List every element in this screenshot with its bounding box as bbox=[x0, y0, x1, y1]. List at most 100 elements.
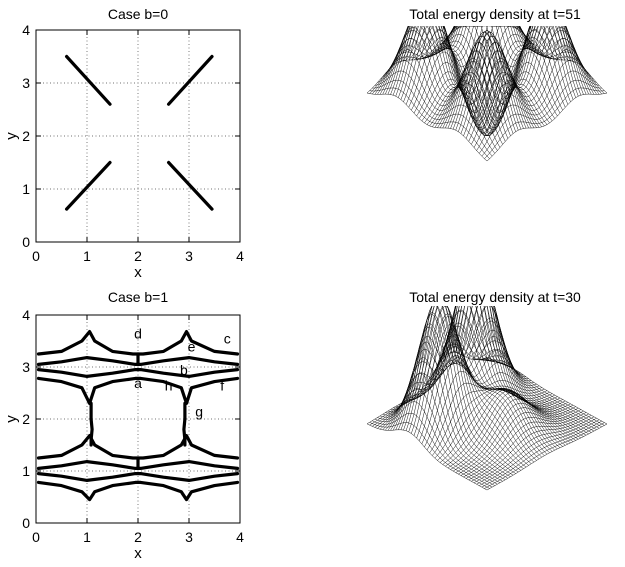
surface-mesh-line bbox=[377, 60, 498, 151]
surface-mesh-line bbox=[442, 26, 563, 111]
surface-mesh-line bbox=[465, 412, 587, 479]
surface-mesh-line bbox=[434, 388, 555, 459]
series-line bbox=[65, 160, 112, 211]
surface-mesh-line bbox=[408, 26, 529, 129]
surface-plot-t51 bbox=[366, 26, 608, 162]
surface-mesh-line bbox=[452, 398, 574, 472]
surface-mesh-line bbox=[385, 26, 506, 142]
surface-mesh-line bbox=[452, 26, 574, 130]
surface-mesh-line bbox=[437, 26, 558, 117]
surface-mesh-line bbox=[403, 26, 524, 129]
y-axis-label: y bbox=[3, 132, 20, 140]
surface-mesh-line bbox=[398, 306, 519, 473]
surface-mesh-line bbox=[405, 26, 527, 129]
surface-mesh-line bbox=[486, 423, 608, 491]
surface-mesh-line bbox=[479, 419, 600, 486]
curve-marker-label: f bbox=[220, 377, 224, 393]
surface-mesh-line bbox=[400, 306, 522, 471]
surface-mesh-line bbox=[447, 392, 569, 469]
surface-mesh-line bbox=[369, 422, 490, 489]
surface-mesh-line bbox=[419, 42, 540, 131]
x-tick-label: 0 bbox=[32, 248, 40, 264]
x-tick-label: 1 bbox=[83, 248, 91, 264]
x-tick-label: 4 bbox=[236, 248, 244, 264]
y-tick-label: 1 bbox=[22, 463, 30, 479]
surface-mesh-line bbox=[408, 324, 529, 466]
curve-marker-label: a bbox=[134, 375, 142, 391]
y-tick-label: 1 bbox=[22, 181, 30, 197]
y-tick-label: 3 bbox=[22, 75, 30, 91]
series-line bbox=[65, 54, 112, 106]
surface-mesh-line bbox=[468, 26, 589, 142]
x-tick-label: 2 bbox=[134, 529, 142, 545]
surface-mesh-line bbox=[439, 388, 561, 463]
surface-mesh-line bbox=[413, 346, 535, 463]
surface-mesh-line bbox=[366, 92, 488, 162]
series-line bbox=[182, 401, 187, 447]
surface-mesh-line bbox=[379, 49, 501, 148]
surface-mesh-line bbox=[387, 26, 509, 139]
curve-marker-label: g bbox=[195, 403, 203, 419]
surface-mesh-line bbox=[411, 335, 532, 464]
surface-mesh-line bbox=[479, 70, 600, 154]
surface-mesh-line bbox=[419, 361, 540, 459]
y-tick-label: 2 bbox=[22, 411, 30, 427]
chart-title-case-b1: Case b=1 bbox=[107, 289, 169, 305]
surface-mesh-line bbox=[372, 79, 493, 157]
surface-mesh-line bbox=[465, 26, 587, 139]
series-line bbox=[36, 368, 240, 378]
series-line bbox=[89, 401, 94, 447]
surface-mesh-line bbox=[455, 26, 576, 131]
surface-mesh-line bbox=[476, 418, 597, 485]
surface-mesh-line bbox=[434, 42, 555, 131]
x-axis-label: x bbox=[134, 264, 142, 281]
chart-title-energy-t30: Total energy density at t=30 bbox=[409, 289, 581, 305]
surface-mesh-line bbox=[471, 38, 592, 145]
surface-mesh-line bbox=[379, 373, 501, 483]
surface-mesh-line bbox=[382, 38, 503, 145]
surface-mesh-line bbox=[372, 412, 493, 488]
y-axis-label: y bbox=[3, 415, 20, 423]
curve-marker-label: d bbox=[134, 325, 142, 341]
surface-mesh-line bbox=[460, 26, 582, 134]
x-tick-label: 1 bbox=[83, 529, 91, 545]
y-tick-label: 2 bbox=[22, 128, 30, 144]
curve-marker-label: b bbox=[180, 362, 188, 378]
surface-mesh-line bbox=[416, 355, 537, 461]
surface-mesh-line bbox=[374, 70, 495, 154]
y-tick-label: 0 bbox=[22, 515, 30, 531]
series-line bbox=[36, 376, 240, 405]
series-line bbox=[36, 472, 240, 482]
surface-mesh-line bbox=[471, 415, 592, 482]
surface-mesh-line bbox=[450, 26, 571, 129]
surface-mesh-line bbox=[476, 355, 597, 430]
y-tick-label: 4 bbox=[22, 22, 30, 38]
surface-mesh-line bbox=[484, 422, 605, 489]
surface-mesh-line bbox=[366, 423, 488, 491]
y-tick-label: 3 bbox=[22, 359, 30, 375]
surface-mesh-line bbox=[473, 49, 595, 148]
surface-mesh-line bbox=[484, 87, 605, 159]
plot-frame bbox=[35, 29, 241, 243]
x-tick-label: 4 bbox=[236, 529, 244, 545]
surface-mesh-line bbox=[403, 306, 524, 469]
surface-mesh-line bbox=[400, 26, 522, 130]
surface-mesh-line bbox=[377, 388, 498, 485]
surface-mesh-line bbox=[374, 401, 495, 486]
surface-mesh-line bbox=[460, 409, 582, 476]
surface-mesh-line bbox=[463, 26, 584, 136]
surface-mesh-line bbox=[432, 388, 553, 456]
curve-marker-label: c bbox=[224, 331, 231, 347]
surface-mesh-line bbox=[437, 388, 558, 461]
surface-mesh-line bbox=[481, 79, 602, 157]
surface-mesh-line bbox=[424, 359, 545, 456]
series-line bbox=[36, 480, 240, 502]
surface-mesh-line bbox=[450, 395, 571, 470]
plot-frame bbox=[35, 314, 241, 524]
surface-mesh-line bbox=[390, 26, 511, 136]
curve-marker-label: e bbox=[188, 338, 196, 354]
surface-mesh-line bbox=[455, 402, 576, 473]
surface-mesh-line bbox=[463, 410, 584, 478]
